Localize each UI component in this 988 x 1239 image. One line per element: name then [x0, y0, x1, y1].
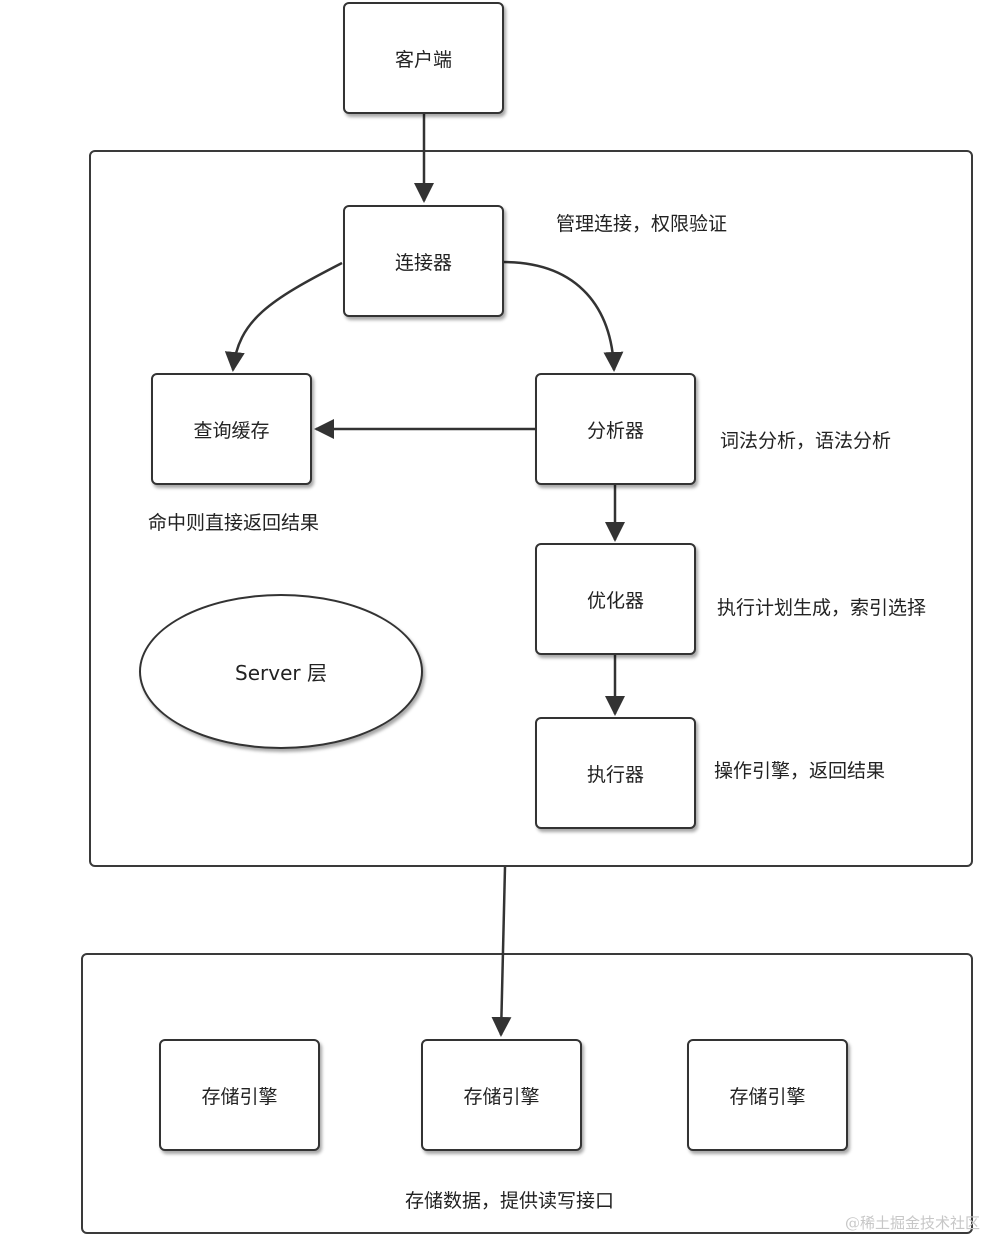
edge-connector-to-cache: [224, 261, 343, 372]
storage-engine-node-2: 存储引擎: [421, 1039, 582, 1151]
executor-note: 操作引擎，返回结果: [714, 760, 886, 782]
server-layer-ellipse: Server 层: [139, 594, 423, 749]
optimizer-node: 优化器: [535, 543, 696, 655]
client-node: 客户端: [343, 2, 504, 114]
analyzer-node: 分析器: [535, 373, 696, 485]
analyzer-note: 词法分析，语法分析: [720, 430, 892, 452]
connector-note: 管理连接，权限验证: [556, 213, 728, 235]
edge-connector-to-analyzer: [502, 260, 624, 372]
edge-server-to-storage: [491, 866, 512, 1037]
watermark: @稀土掘金技术社区: [844, 1214, 980, 1232]
storage-engine-node-3: 存储引擎: [687, 1039, 848, 1151]
connector-node: 连接器: [343, 205, 504, 317]
cache-hit-note: 命中则直接返回结果: [148, 512, 320, 534]
optimizer-note: 执行计划生成，索引选择: [717, 597, 927, 619]
storage-engine-node-1: 存储引擎: [159, 1039, 320, 1151]
executor-node: 执行器: [535, 717, 696, 829]
storage-note: 存储数据，提供读写接口: [405, 1190, 615, 1212]
query-cache-node: 查询缓存: [151, 373, 312, 485]
server-layer-frame: [89, 150, 973, 867]
